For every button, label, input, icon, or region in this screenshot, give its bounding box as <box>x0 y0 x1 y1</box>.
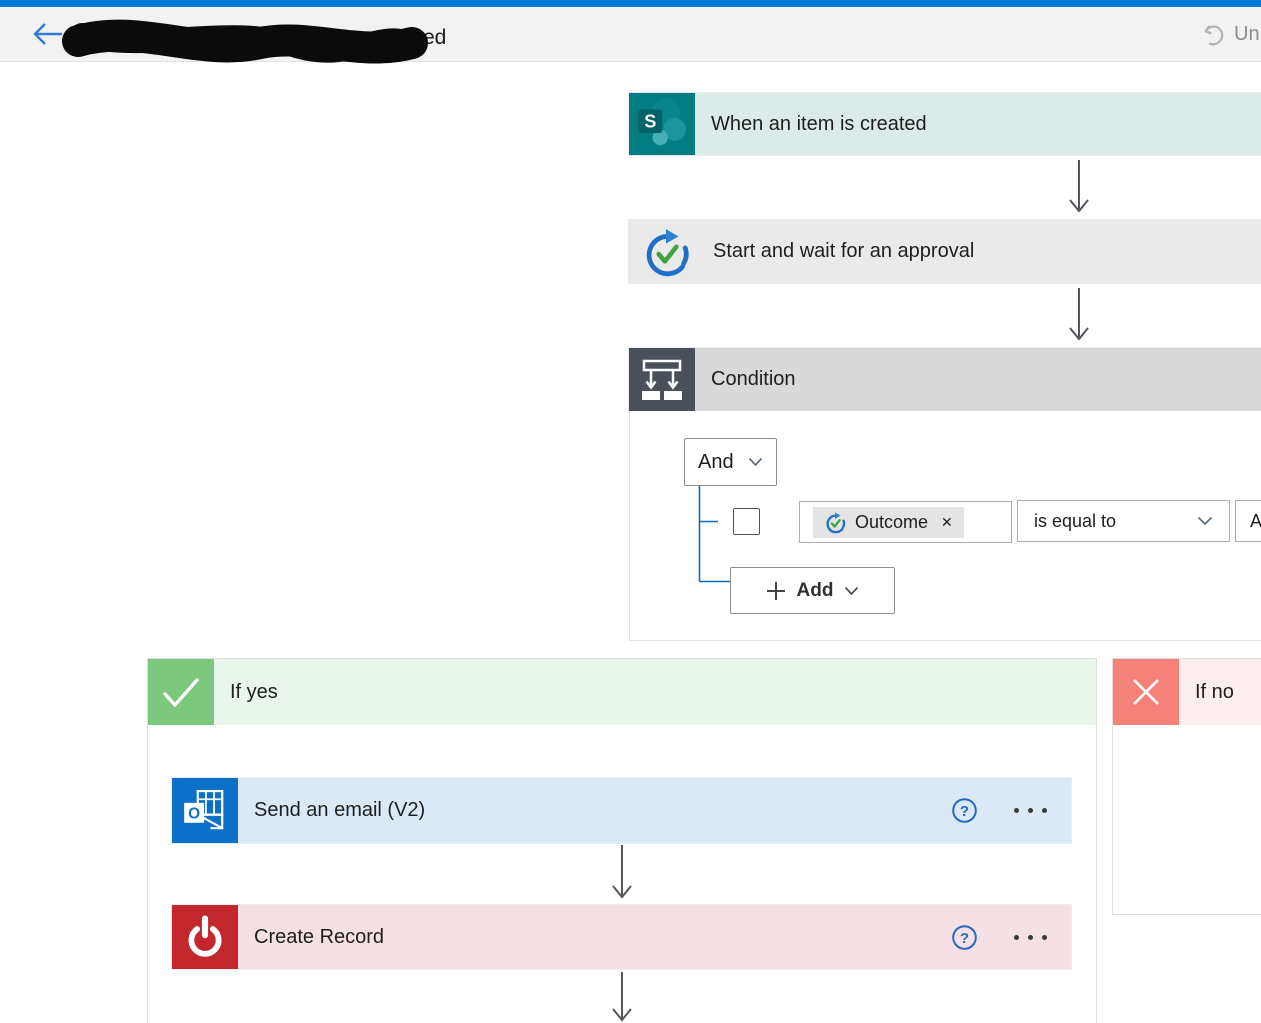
more-menu-button[interactable] <box>1014 808 1047 813</box>
ellipsis-dot <box>1028 934 1033 940</box>
if-yes-label: If yes <box>230 680 278 703</box>
connector-arrow <box>1069 160 1089 213</box>
trigger-title: When an item is created <box>711 112 927 135</box>
flow-title-suffix: ed <box>423 26 447 49</box>
trigger-card-when-item-created[interactable]: S When an item is created <box>629 93 1261 155</box>
approval-action-card[interactable]: Start and wait for an approval <box>629 220 1261 283</box>
arrow-left-icon <box>33 23 62 45</box>
approval-title: Start and wait for an approval <box>713 240 975 262</box>
svg-text:?: ? <box>960 930 969 947</box>
connector-arrow <box>1069 288 1089 341</box>
chevron-down-icon <box>1197 516 1213 526</box>
svg-text:O: O <box>188 805 200 822</box>
more-menu-button[interactable] <box>1014 934 1047 940</box>
cross-icon <box>1113 659 1179 725</box>
email-action-title: Send an email (V2) <box>254 799 426 821</box>
condition-left-operand-field[interactable]: Outcome ✕ <box>799 501 1012 543</box>
condition-value-text: Ap <box>1250 510 1261 531</box>
dynamic-content-token[interactable]: Outcome ✕ <box>813 506 964 538</box>
approval-icon <box>646 228 689 276</box>
top-accent-bar <box>0 0 1261 7</box>
ellipsis-dot <box>1014 808 1019 813</box>
connector-arrow <box>612 972 632 1022</box>
condition-tree-lines <box>698 486 730 583</box>
outlook-icon: O <box>172 778 238 843</box>
if-no-branch: If no <box>1112 658 1261 915</box>
ellipsis-dot <box>1014 934 1019 940</box>
create-record-action-card[interactable]: Create Record ? <box>172 905 1071 969</box>
condition-branch-icon <box>629 348 695 411</box>
token-label: Outcome <box>855 511 929 532</box>
undo-label: Un <box>1234 23 1260 45</box>
back-button[interactable] <box>30 20 66 50</box>
question-circle-icon: ? <box>952 924 977 950</box>
condition-card[interactable]: Condition <box>629 348 1261 411</box>
condition-value-field[interactable]: Ap <box>1235 500 1261 542</box>
if-no-header[interactable]: If no <box>1113 659 1261 725</box>
undo-icon <box>1204 25 1224 46</box>
record-action-title: Create Record <box>254 925 385 948</box>
condition-editor: And Outcome ✕ is equal to <box>629 411 1261 641</box>
redaction-scribble <box>62 19 428 64</box>
svg-text:S: S <box>644 112 656 132</box>
if-yes-header[interactable]: If yes <box>148 659 1096 725</box>
operator-label: And <box>698 450 734 473</box>
checkmark-icon <box>148 659 214 725</box>
question-circle-icon: ? <box>952 798 977 823</box>
send-email-action-card[interactable]: O Send an email (V2) ? <box>172 778 1071 843</box>
help-button[interactable]: ? <box>951 797 978 824</box>
help-button[interactable]: ? <box>951 924 978 951</box>
add-label: Add <box>796 579 834 601</box>
chevron-down-icon <box>748 457 763 467</box>
ellipsis-dot <box>1042 808 1047 813</box>
condition-operator-dropdown[interactable]: And <box>684 438 777 486</box>
if-no-label: If no <box>1195 680 1234 703</box>
plus-icon <box>766 581 785 600</box>
chevron-down-icon <box>845 586 859 595</box>
power-icon <box>172 905 238 969</box>
connector-arrow <box>612 845 632 899</box>
condition-row-checkbox[interactable] <box>733 508 760 535</box>
app-header: W ed Un <box>0 7 1261 64</box>
svg-text:?: ? <box>960 803 969 820</box>
sharepoint-icon: S <box>629 93 695 155</box>
ellipsis-dot <box>1042 934 1047 940</box>
condition-title: Condition <box>711 368 796 390</box>
condition-comparator-dropdown[interactable]: is equal to <box>1017 500 1230 542</box>
undo-button[interactable]: Un <box>1200 22 1260 47</box>
approval-icon-small <box>826 511 846 533</box>
token-dismiss-icon[interactable]: ✕ <box>941 513 953 530</box>
add-condition-button[interactable]: Add <box>730 567 895 614</box>
comparator-label: is equal to <box>1034 510 1117 531</box>
ellipsis-dot <box>1028 808 1033 813</box>
